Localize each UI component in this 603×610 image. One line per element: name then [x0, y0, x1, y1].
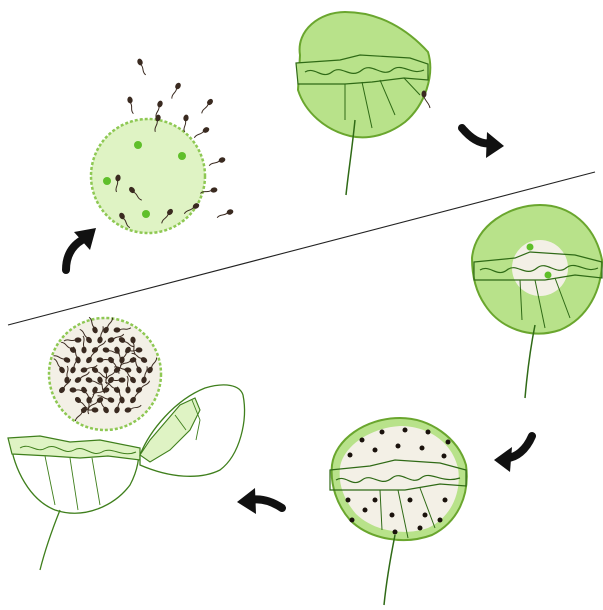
stage-spore-cell: [330, 418, 467, 605]
arrow-3: [237, 488, 282, 514]
sperm-icon: [127, 96, 135, 114]
sperm-icon: [199, 98, 214, 115]
sperm-icon: [193, 126, 211, 139]
stage-nucleus-cell: [472, 205, 602, 398]
sperm-icon: [169, 82, 182, 100]
sperm-icon: [181, 114, 189, 132]
arrow-1: [462, 128, 504, 158]
sperm-icon: [136, 58, 147, 76]
sperm-icon: [208, 156, 226, 167]
stage-zygote-cell: [296, 12, 430, 195]
stage-fertilization: [91, 58, 234, 233]
stage-sperm-cluster: [49, 316, 161, 430]
arrow-4: [66, 228, 96, 270]
arrow-2: [494, 436, 532, 472]
sperm-icon: [216, 208, 234, 219]
